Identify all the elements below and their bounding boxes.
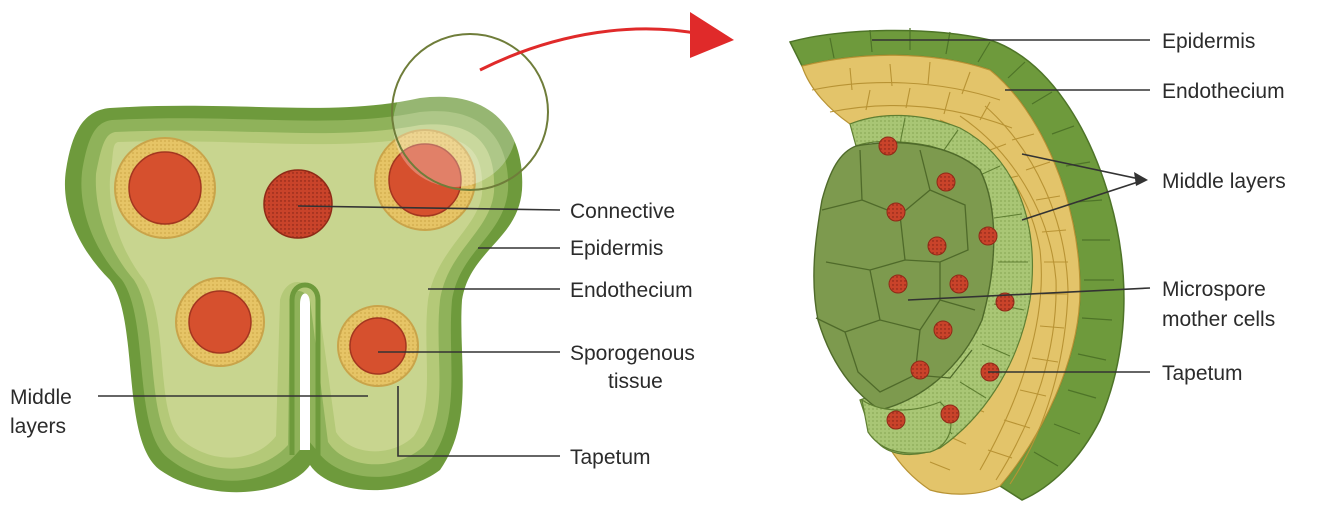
label-microspore-2: mother cells — [1162, 308, 1275, 331]
magnified-wall — [790, 28, 1124, 500]
label-connective: Connective — [570, 200, 675, 223]
label-middle-layers-right: Middle layers — [1162, 170, 1286, 193]
label-tapetum-right: Tapetum — [1162, 362, 1243, 385]
locule-bottom-left — [176, 278, 264, 366]
zoom-halo — [393, 63, 517, 187]
label-sporogenous-2: tissue — [608, 370, 663, 393]
label-epidermis-left: Epidermis — [570, 237, 663, 260]
middle-layers-arrowhead — [1134, 172, 1148, 186]
label-middle-layers-1: Middle — [10, 386, 72, 409]
locule-bottom-right — [338, 306, 418, 386]
label-sporogenous-1: Sporogenous — [570, 342, 695, 365]
label-tapetum-left: Tapetum — [570, 446, 651, 469]
label-endothecium-right: Endothecium — [1162, 80, 1285, 103]
label-endothecium-left: Endothecium — [570, 279, 693, 302]
label-microspore-1: Microspore — [1162, 278, 1266, 301]
label-epidermis-right: Epidermis — [1162, 30, 1255, 53]
label-middle-layers-2: layers — [10, 415, 66, 438]
anther-cross-section — [65, 34, 548, 492]
zoom-arrow — [480, 12, 734, 70]
locule-top-left — [115, 138, 215, 238]
notch-inner — [300, 294, 310, 451]
connective-bundle — [264, 170, 332, 238]
